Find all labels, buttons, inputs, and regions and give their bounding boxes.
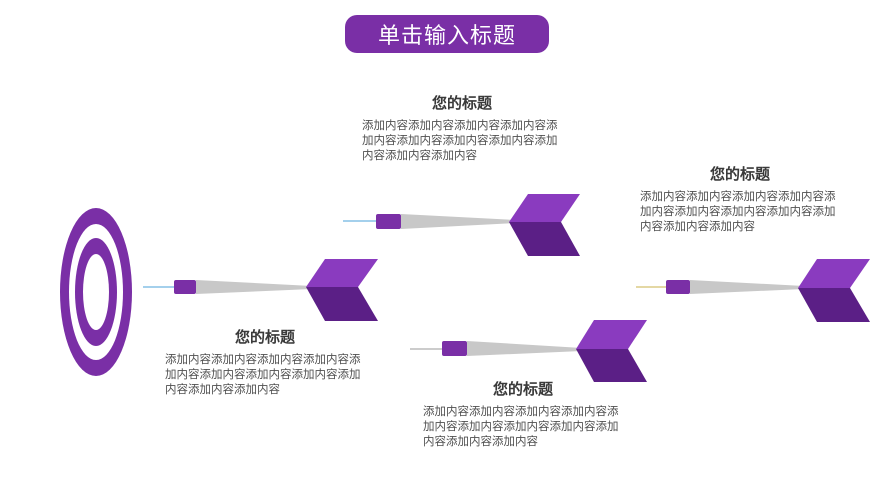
text-block-right: 您的标题 添加内容添加内容添加内容添加内容添加内容添加内容添加内容添加内容添加内… xyxy=(640,165,840,234)
title-banner[interactable]: 单击输入标题 xyxy=(345,15,549,53)
text-block-top: 您的标题 添加内容添加内容添加内容添加内容添加内容添加内容添加内容添加内容添加内… xyxy=(362,94,562,163)
block-body: 添加内容添加内容添加内容添加内容添加内容添加内容添加内容添加内容添加内容添加内容… xyxy=(362,118,558,162)
text-block-bottom: 您的标题 添加内容添加内容添加内容添加内容添加内容添加内容添加内容添加内容添加内… xyxy=(423,380,623,449)
block-heading: 您的标题 xyxy=(709,165,770,183)
dart-icon xyxy=(143,259,378,321)
text-block-left: 您的标题 添加内容添加内容添加内容添加内容添加内容添加内容添加内容添加内容添加内… xyxy=(165,328,365,397)
block-heading: 您的标题 xyxy=(492,380,553,398)
dart-icon xyxy=(636,259,870,322)
block-body: 添加内容添加内容添加内容添加内容添加内容添加内容添加内容添加内容添加内容添加内容… xyxy=(165,352,361,396)
block-body: 添加内容添加内容添加内容添加内容添加内容添加内容添加内容添加内容添加内容添加内容… xyxy=(640,189,836,233)
block-body: 添加内容添加内容添加内容添加内容添加内容添加内容添加内容添加内容添加内容添加内容… xyxy=(423,404,619,448)
dart-icon xyxy=(410,320,647,382)
target-icon xyxy=(60,208,132,376)
title-text: 单击输入标题 xyxy=(377,24,516,49)
dart-icon xyxy=(343,194,580,256)
block-heading: 您的标题 xyxy=(234,328,295,346)
block-heading: 您的标题 xyxy=(431,94,492,112)
